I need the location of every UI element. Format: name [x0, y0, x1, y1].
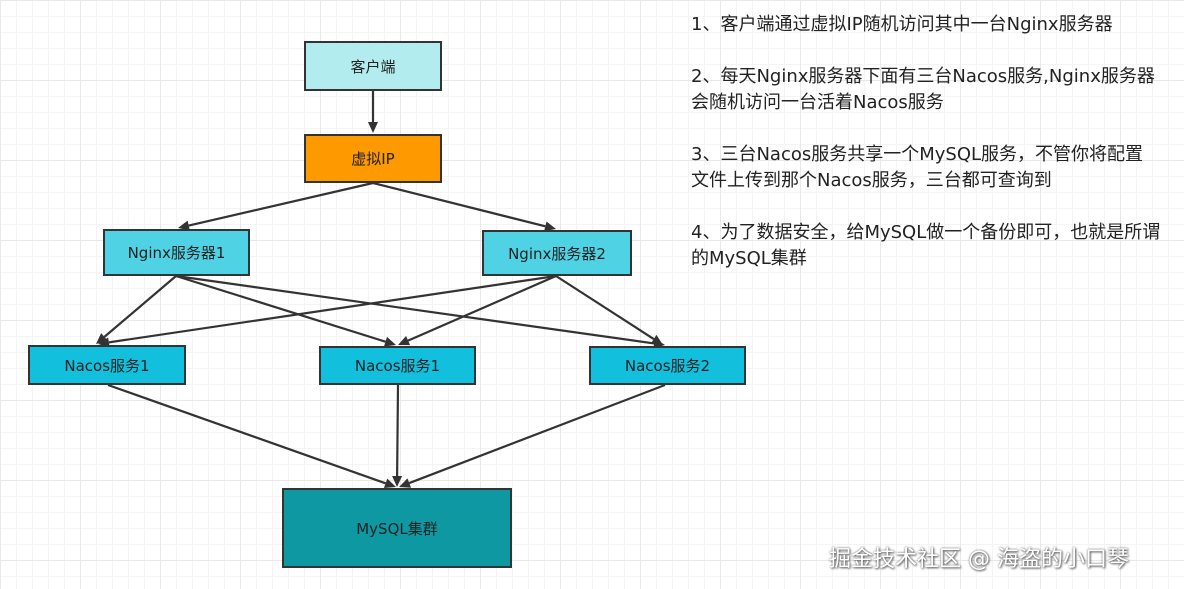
node-nginx-server-2: Nginx服务器2 — [482, 230, 632, 276]
arrow-vip-to-nginx2 — [372, 181, 556, 232]
node-nacos-service-left: Nacos服务1 — [28, 345, 186, 385]
arrow-nginx1-to-nacos_c — [175, 274, 665, 349]
notes-panel: 1、客户端通过虚拟IP随机访问其中一台Nginx服务器 2、每天Nginx服务器… — [691, 12, 1161, 298]
arrow-nginx1-to-nacos_b — [175, 274, 396, 347]
arrow-client-to-vip — [368, 91, 378, 133]
arrow-vip-to-nginx1 — [178, 181, 374, 231]
arrow-nacos_b-to-mysql — [392, 384, 403, 487]
arrow-nginx2-to-nacos_b — [398, 274, 557, 346]
watermark: 掘金技术社区 @ 海盗的小口琴 — [829, 547, 1129, 572]
arrow-nginx2-to-nacos_a — [98, 274, 557, 348]
node-client: 客户端 — [304, 41, 442, 91]
note-2: 2、每天Nginx服务器下面有三台Nacos服务,Nginx服务器会随机访问一台… — [691, 66, 1155, 113]
note-4: 4、为了数据安全，给MySQL做一个备份即可，也就是所谓的MySQL集群 — [691, 222, 1161, 269]
note-1: 1、客户端通过虚拟IP随机访问其中一台Nginx服务器 — [691, 14, 1113, 35]
arrow-nacos_a-to-mysql — [107, 383, 396, 489]
node-mysql-cluster: MySQL集群 — [282, 488, 512, 568]
arrow-nacos_c-to-mysql — [399, 383, 666, 488]
node-nacos-service-right: Nacos服务2 — [589, 346, 746, 385]
arrow-nginx2-to-nacos_c — [555, 275, 663, 345]
note-3: 3、三台Nacos服务共享一个MySQL服务，不管你将配置文件上传到那个Naco… — [691, 144, 1144, 191]
node-nacos-service-middle: Nacos服务1 — [319, 346, 476, 385]
node-virtual-ip: 虚拟IP — [304, 134, 442, 183]
arrow-nginx1-to-nacos_a — [96, 275, 177, 344]
node-nginx-server-1: Nginx服务器1 — [103, 229, 250, 276]
